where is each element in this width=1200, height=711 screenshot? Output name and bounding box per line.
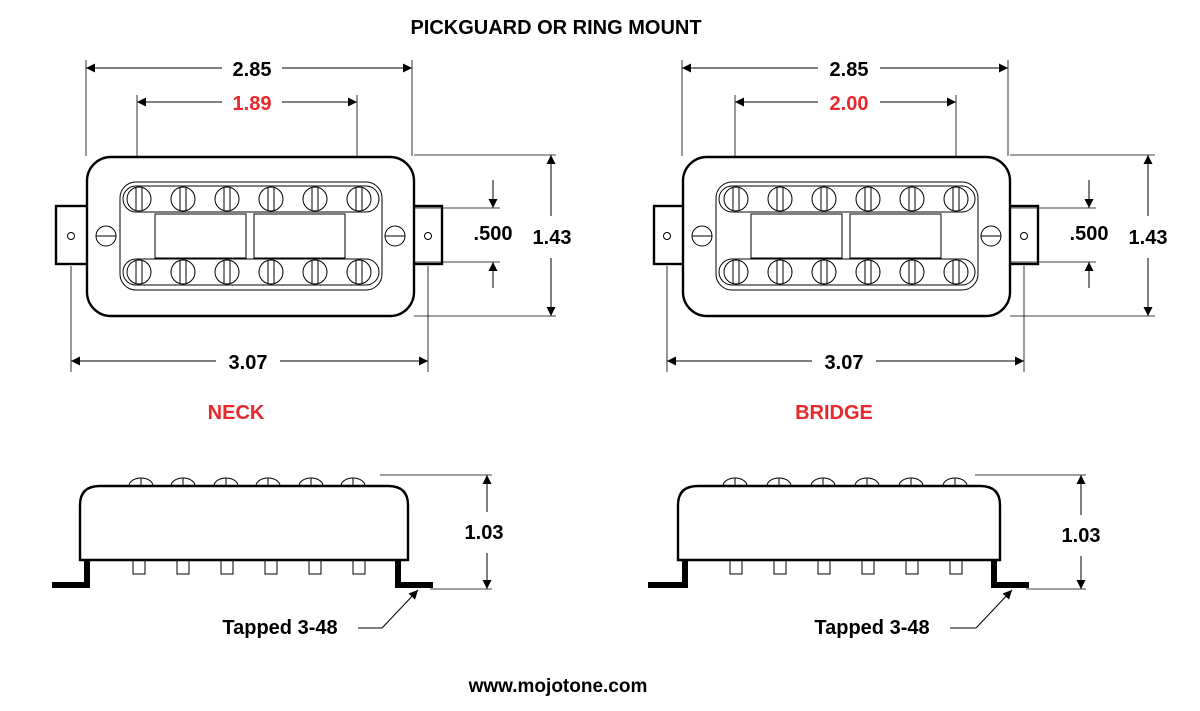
footer-url: www.mojotone.com [468,676,648,697]
neck-label: NECK [208,402,265,424]
bridge-pole-spacing-label: 2.00 [830,93,869,115]
neck-side-body [78,484,410,562]
bridge-side-height-label: 1.03 [1062,525,1101,547]
neck-outer-width-label: 2.85 [233,59,272,81]
neck-pickup-cover [85,155,416,318]
bridge-pickup-cover [681,155,1012,318]
neck-pole-row-gap-label: .500 [474,223,513,245]
bridge-tap-label: Tapped 3-48 [814,617,929,639]
bridge-pole-row-gap-label: .500 [1070,223,1109,245]
bridge-pole-pieces [723,186,969,285]
neck-side-pole-heads [128,477,366,487]
neck-side-height-label: 1.03 [465,522,504,544]
bridge-side-pole-heads [722,477,968,487]
bridge-label: BRIDGE [795,402,873,424]
bridge-side-view: 1.03 Tapped 3-48 [648,474,1101,639]
neck-height-label: 1.43 [533,227,572,249]
bridge-total-length-label: 3.07 [825,352,864,374]
neck-total-length-label: 3.07 [229,352,268,374]
neck-top-view: 2.85 1.89 [54,59,572,374]
neck-tap-label: Tapped 3-48 [222,617,337,639]
drawing-title: PICKGUARD OR RING MOUNT [410,17,701,39]
neck-pole-pieces [126,186,372,285]
neck-side-view: 1.03 Tapped 3-48 [52,474,504,639]
neck-pole-spacing-label: 1.89 [233,93,272,115]
bridge-side-body [676,484,1002,562]
bridge-height-label: 1.43 [1129,227,1168,249]
bridge-outer-width-label: 2.85 [830,59,869,81]
bridge-top-view: 2.85 2.00 [652,59,1168,374]
